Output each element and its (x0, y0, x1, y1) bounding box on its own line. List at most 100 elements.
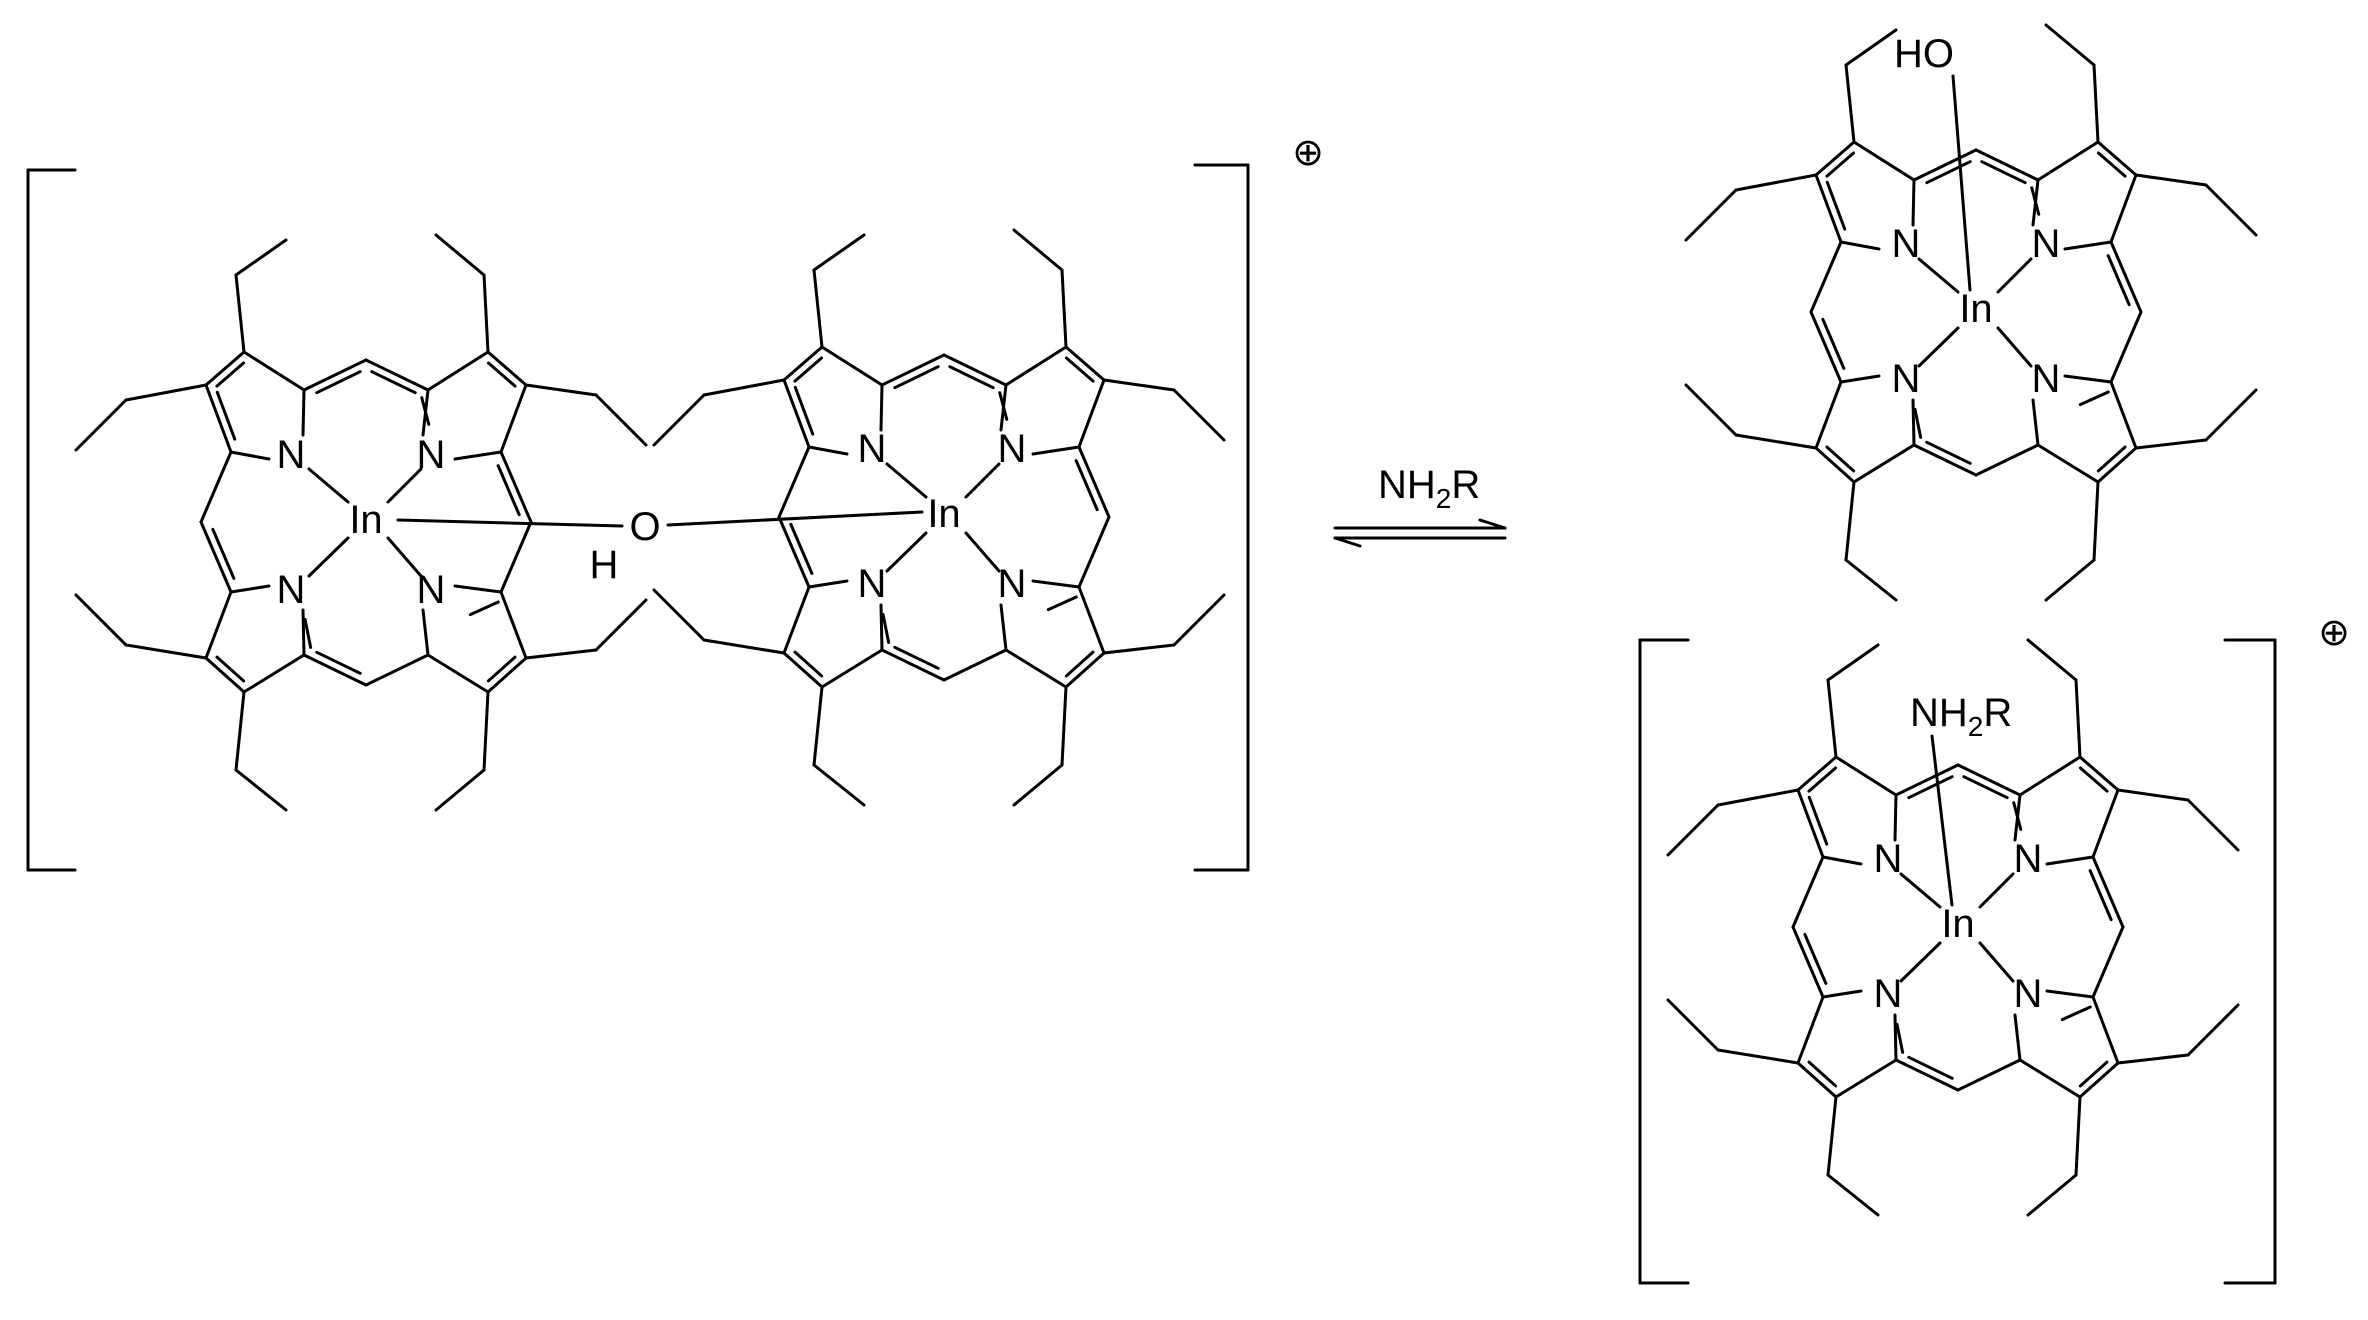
double-bond-line (793, 650, 824, 678)
double-bond-line (215, 361, 246, 388)
porphyrin-amine-meso-bond (1956, 763, 2022, 797)
amine-axial-label: NH2R (1910, 691, 2012, 742)
double-bond-line (211, 527, 236, 580)
double-bond-line (1046, 595, 1078, 612)
porphyrin-right-ethyl-bond (1102, 378, 1176, 392)
porphyrin-hydroxide-ethyl-bond (1734, 173, 1818, 192)
bond-lines (26, 23, 2277, 1285)
porphyrin-amine-ethyl-bond (1826, 1095, 1838, 1177)
porphyrin-right-meso-bond (777, 515, 811, 589)
porphyrin-amine-ring-bond (2013, 1013, 2022, 1062)
porphyrin-left-ethyl-bond (524, 383, 598, 397)
porphyrin-left-metal-bond (307, 536, 350, 578)
double-bond-line (1907, 1055, 1954, 1080)
porphyrin-hydroxide-ethyl-bond (1844, 28, 1898, 67)
porphyrin-left-metal-bond (386, 536, 423, 578)
porphyrin-right-ethyl-bond (812, 685, 824, 767)
charge-symbol-amine: ⊕ (2318, 612, 2350, 654)
porphyrin-left-ring-bond (242, 653, 306, 694)
porphyrin-left-ring-bond (242, 350, 306, 392)
porphyrin-right-ethyl-bond (812, 233, 866, 272)
porphyrin-hydroxide-ring-bond (1852, 140, 1916, 182)
porphyrin-right-ethyl-bond (1060, 268, 1068, 349)
porphyrin-hydroxide-ring-bond (1814, 380, 1843, 450)
double-bond-line (1803, 932, 1828, 985)
metal-label: In (927, 492, 960, 536)
porphyrin-hydroxide-meso-bond (1974, 148, 2040, 182)
porphyrin-amine-ethyl-bond (2026, 1173, 2078, 1217)
porphyrin-left-ring-bond (301, 608, 306, 657)
porphyrin-hydroxide-ring-bond (1814, 140, 1856, 177)
porphyrin-left-ring-bond (229, 584, 271, 594)
porphyrin-left-ring-bond (229, 450, 271, 461)
porphyrin-left-ethyl-bond (124, 643, 208, 660)
double-bond-line (2096, 151, 2127, 178)
nitrogen-label: N (2014, 837, 2043, 881)
porphyrin-right-ring-bond (782, 585, 811, 655)
porphyrin-left-ring-bond (499, 383, 528, 454)
porphyrin-right-ring-bond (1031, 445, 1081, 456)
double-bond-line (2088, 869, 2113, 922)
porphyrin-hydroxide-metal-bond (1917, 326, 1960, 368)
porphyrin-left-ethyl-bond (234, 273, 246, 354)
porphyrin-amine-ring-bond (1796, 788, 1825, 859)
porphyrin-left-ring-bond (204, 383, 233, 454)
porphyrin-left-ring-bond (301, 388, 306, 437)
porphyrin-hydroxide-ring-bond (2031, 398, 2040, 447)
porphyrin-left-ethyl-bond (482, 690, 490, 772)
porphyrin-amine-meso-bond (1791, 855, 1825, 929)
porphyrin-hydroxide-ring-bond (1911, 398, 1916, 447)
porphyrin-right-ring-bond (879, 603, 884, 652)
porphyrin-amine-meso-bond (1894, 763, 1960, 797)
porphyrin-right-ethyl-bond (652, 393, 706, 447)
porphyrin-hydroxide-ethyl-bond (1684, 188, 1738, 242)
porphyrin-hydroxide-meso-bond (1809, 310, 1843, 384)
porphyrin-amine-ring-bond (2078, 755, 2120, 792)
porphyrin-amine-ring-bond (2018, 1058, 2082, 1099)
porphyrin-amine-meso-bond (1791, 925, 1825, 999)
porphyrin-right-ring-bond (879, 383, 884, 432)
porphyrin-right-meso-bond (942, 648, 1008, 682)
porphyrin-right-ring-bond (782, 378, 811, 449)
porphyrin-right-ethyl-bond (702, 378, 786, 397)
reagent-r-text: R (1451, 463, 1480, 507)
porphyrin-amine-meso-bond (2091, 855, 2125, 929)
double-bond-line (893, 365, 940, 390)
porphyrin-hydroxide-ethyl-bond (1844, 480, 1856, 562)
porphyrin-amine-ring-bond (1796, 755, 1838, 792)
porphyrin-right-ring-bond (1064, 651, 1106, 689)
amine-r-text: R (1983, 691, 2012, 735)
porphyrin-left-ethyl-bond (74, 593, 128, 647)
double-bond-line (998, 391, 1009, 421)
double-bond-line (215, 655, 246, 683)
porphyrin-left-meso-bond (199, 520, 233, 594)
porphyrin-amine-ring-bond (2091, 788, 2120, 859)
nitrogen-label: N (998, 562, 1027, 606)
nitrogen-label: N (2032, 222, 2061, 266)
porphyrin-left-ethyl-bond (234, 690, 246, 772)
porphyrin-right-ring-bond (782, 651, 824, 689)
porphyrin-left-ethyl-bond (124, 383, 208, 402)
porphyrin-hydroxide-meso-bond (1974, 443, 2040, 477)
porphyrin-left-ethyl-bond (524, 648, 598, 660)
reagent-nh-text: NH (1378, 463, 1436, 507)
porphyrin-hydroxide-ethyl-bond (2134, 438, 2208, 450)
porphyrin-right-ring-bond (1077, 378, 1106, 449)
reagent-subscript: 2 (1436, 483, 1452, 514)
porphyrin-right-ethyl-bond (1102, 643, 1176, 655)
porphyrin-right-ring-bond (820, 345, 884, 387)
double-bond-line (1825, 151, 1856, 178)
porphyrin-left-meso-bond (499, 450, 533, 524)
metal-label: In (349, 498, 382, 542)
double-bond-line (1925, 160, 1972, 185)
porphyrin-amine-ring-bond (1834, 1058, 1898, 1099)
porphyrin-hydroxide-ring-bond (2096, 446, 2138, 484)
axial-bond (1951, 74, 1972, 292)
double-bond-line (2078, 1060, 2109, 1088)
double-bond-line (2012, 801, 2023, 831)
porphyrin-left-ring-bond (486, 350, 528, 387)
porphyrin-amine-ethyl-bond (2074, 678, 2082, 759)
equilibrium-arrow (1478, 518, 1507, 530)
porphyrin-amine-ring-bond (1821, 855, 1863, 866)
porphyrin-hydroxide-ring-bond (2109, 173, 2138, 244)
